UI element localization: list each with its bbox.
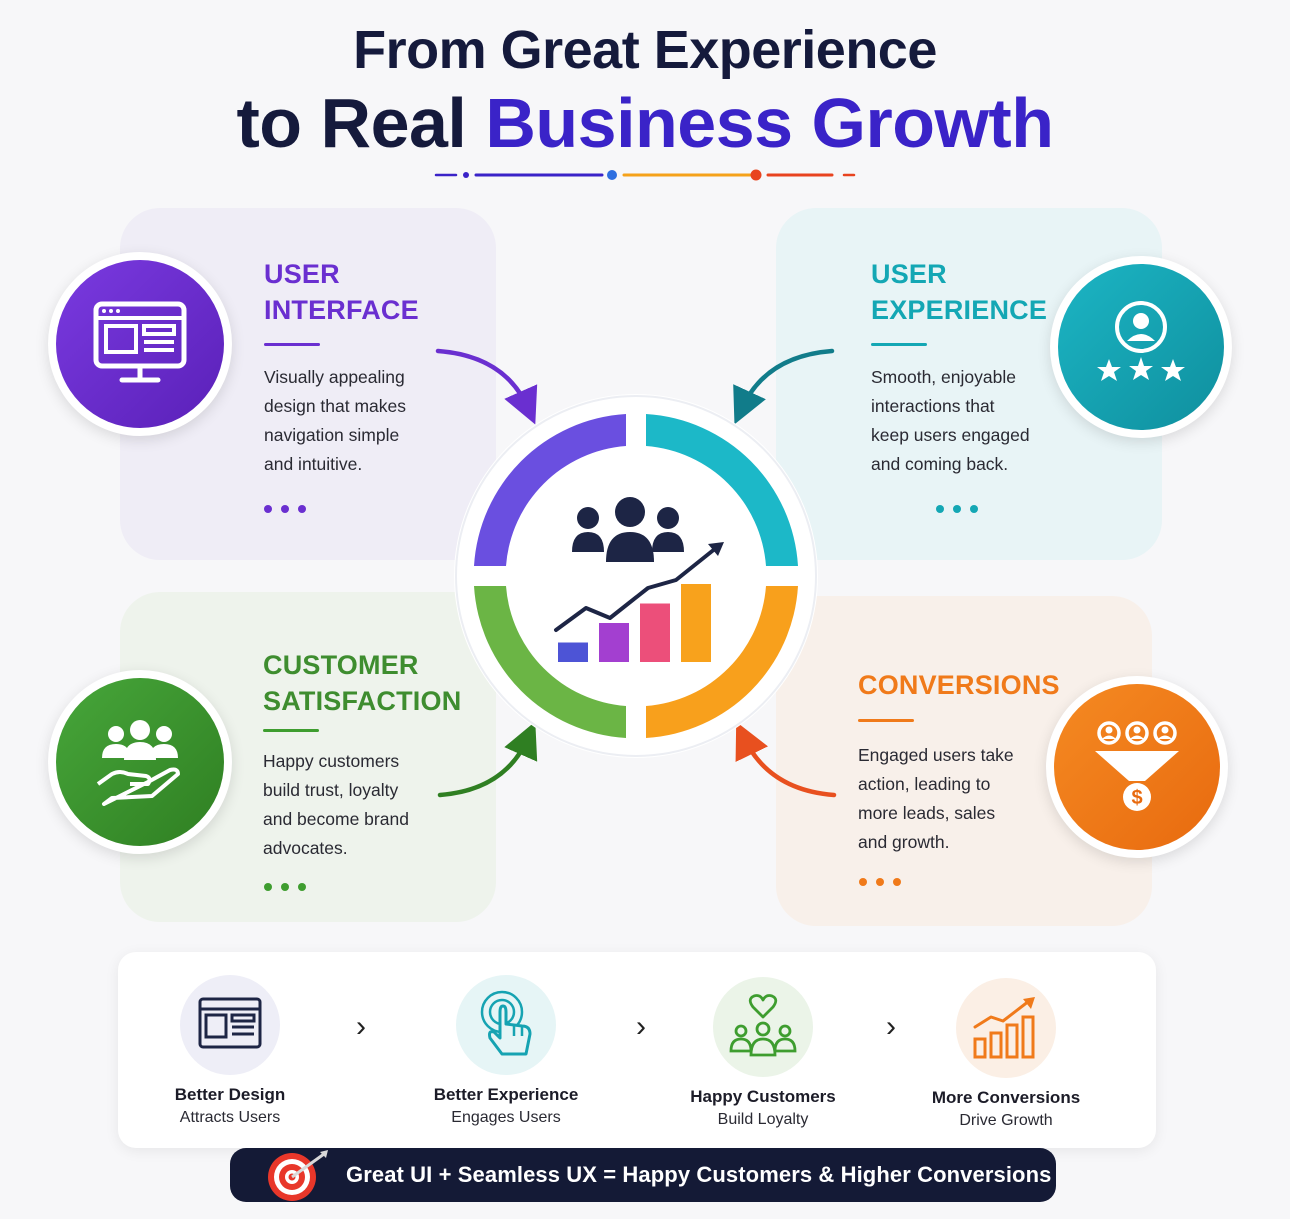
- user-rating-icon: [1097, 301, 1185, 381]
- cs-title-line-1: CUSTOMER: [263, 650, 419, 680]
- arrow-ux: [733, 348, 835, 425]
- growth-bars-icon: [973, 997, 1035, 1059]
- cv-line-1: Engaged users take: [858, 745, 1014, 765]
- cs-rule: [263, 729, 319, 732]
- ux-line-3: keep users engaged: [871, 425, 1030, 445]
- arrow-ui: [435, 348, 538, 425]
- ui-title: USER INTERFACE: [264, 256, 419, 328]
- ux-description: Smooth, enjoyable interactions that keep…: [871, 363, 1030, 479]
- page-title-line-2: to Real Business Growth: [0, 85, 1290, 161]
- flow-step-experience-bg: [456, 975, 556, 1075]
- flow-step-conversions-bg: [956, 978, 1056, 1078]
- cs-dots: [264, 883, 306, 891]
- ux-line-4: and coming back.: [871, 454, 1009, 474]
- funnel-dollar-icon: $: [1095, 721, 1179, 811]
- flow-step-experience-title: Better Experience: [433, 1085, 579, 1104]
- monitor-icon: [93, 301, 187, 383]
- page-title-line-1: From Great Experience: [353, 20, 937, 80]
- ui-line-2: design that makes: [264, 396, 407, 416]
- cv-dots: [859, 878, 901, 886]
- flow-step-conversions-subtitle: Drive Growth: [959, 1112, 1053, 1129]
- ux-icon-circle: [1050, 256, 1232, 438]
- flow-step-conversions-title: More Conversions: [931, 1088, 1081, 1107]
- cv-line-3: more leads, sales: [858, 803, 996, 823]
- flow-step-customers-bg: [713, 977, 813, 1077]
- cs-line-4: advocates.: [263, 838, 348, 858]
- flow-step-experience-subtitle: Engages Users: [451, 1109, 561, 1126]
- title-prefix: to Real: [236, 84, 467, 162]
- ring-segment-purple: [474, 414, 626, 566]
- arrow-cs: [437, 721, 538, 798]
- ui-title-line-1: USER: [264, 259, 340, 289]
- center-bar-3: [640, 603, 670, 662]
- flow-step-design-subtitle: Attracts Users: [179, 1109, 281, 1126]
- ui-line-4: and intuitive.: [264, 454, 363, 474]
- layout-icon: [198, 997, 262, 1049]
- flow-step-customers-title: Happy Customers: [690, 1087, 836, 1106]
- ring-segment-green: [474, 586, 626, 738]
- ui-rule: [264, 343, 320, 346]
- flow-step-conversions: More Conversions Drive Growth: [896, 978, 1116, 1132]
- ux-title: USER EXPERIENCE: [871, 256, 1047, 328]
- flow-chevron-3: ›: [886, 1010, 896, 1043]
- target-icon: [268, 1150, 328, 1201]
- cv-line-2: action, leading to: [858, 774, 991, 794]
- ui-dots: [264, 505, 306, 513]
- flow-chevron-1: ›: [356, 1010, 366, 1043]
- cv-rule: [858, 719, 914, 722]
- svg-text:$: $: [1131, 787, 1142, 809]
- cv-line-4: and growth.: [858, 832, 950, 852]
- cs-icon-circle: [48, 670, 232, 854]
- tap-icon: [480, 990, 532, 1056]
- ui-line-1: Visually appealing: [264, 367, 405, 387]
- bottom-banner: Great UI + Seamless UX = Happy Customers…: [230, 1148, 1056, 1202]
- flow-step-design-bg: [180, 975, 280, 1075]
- ux-line-2: interactions that: [871, 396, 995, 416]
- cs-line-1: Happy customers: [263, 751, 400, 771]
- center-bar-1: [558, 642, 588, 662]
- ui-icon-circle: [48, 252, 232, 436]
- cs-title-line-2: SATISFACTION: [263, 686, 462, 716]
- title-divider: [434, 169, 856, 181]
- title-highlight: Business Growth: [485, 84, 1054, 162]
- flow-chevron-2: ›: [636, 1010, 646, 1043]
- ux-rule: [871, 343, 927, 346]
- ring-segment-orange: [646, 586, 798, 738]
- ring-segment-teal: [646, 414, 798, 566]
- cs-icon-disc: [56, 678, 224, 846]
- flow-step-design: Better Design Attracts Users: [120, 975, 340, 1129]
- center-bars: [558, 584, 711, 662]
- ui-title-line-2: INTERFACE: [264, 295, 419, 325]
- heart-people-icon: [729, 994, 797, 1057]
- cv-icon-circle: $: [1046, 676, 1228, 858]
- cs-description: Happy customers build trust, loyalty and…: [263, 747, 409, 863]
- cv-icon-disc: $: [1054, 684, 1220, 850]
- cv-title-line-1: CONVERSIONS: [858, 670, 1060, 700]
- cs-line-3: and become brand: [263, 809, 409, 829]
- growth-team-icon: [554, 497, 724, 662]
- ux-title-line-1: USER: [871, 259, 947, 289]
- cs-title: CUSTOMER SATISFACTION: [263, 647, 461, 719]
- ui-line-3: navigation simple: [264, 425, 400, 445]
- flow-step-customers-subtitle: Build Loyalty: [717, 1111, 809, 1128]
- banner-text: Great UI + Seamless UX = Happy Customers…: [346, 1162, 1052, 1187]
- center-bar-4: [681, 584, 711, 662]
- ui-description: Visually appealing design that makes nav…: [264, 363, 406, 479]
- cv-title: CONVERSIONS: [858, 667, 1060, 703]
- cv-description: Engaged users take action, leading to mo…: [858, 741, 1014, 857]
- people-hand-icon: [96, 720, 180, 806]
- ux-line-1: Smooth, enjoyable: [871, 367, 1016, 387]
- ui-icon-disc: [56, 260, 224, 428]
- flow-step-customers: Happy Customers Build Loyalty: [653, 977, 873, 1131]
- ux-icon-disc: [1058, 264, 1224, 430]
- center-bar-2: [599, 623, 629, 662]
- flow-step-design-title: Better Design: [174, 1085, 286, 1104]
- flow-step-experience: Better Experience Engages Users: [396, 975, 616, 1129]
- cs-line-2: build trust, loyalty: [263, 780, 399, 800]
- ux-dots: [936, 505, 978, 513]
- ux-title-line-2: EXPERIENCE: [871, 295, 1048, 325]
- arrow-cv: [735, 721, 837, 798]
